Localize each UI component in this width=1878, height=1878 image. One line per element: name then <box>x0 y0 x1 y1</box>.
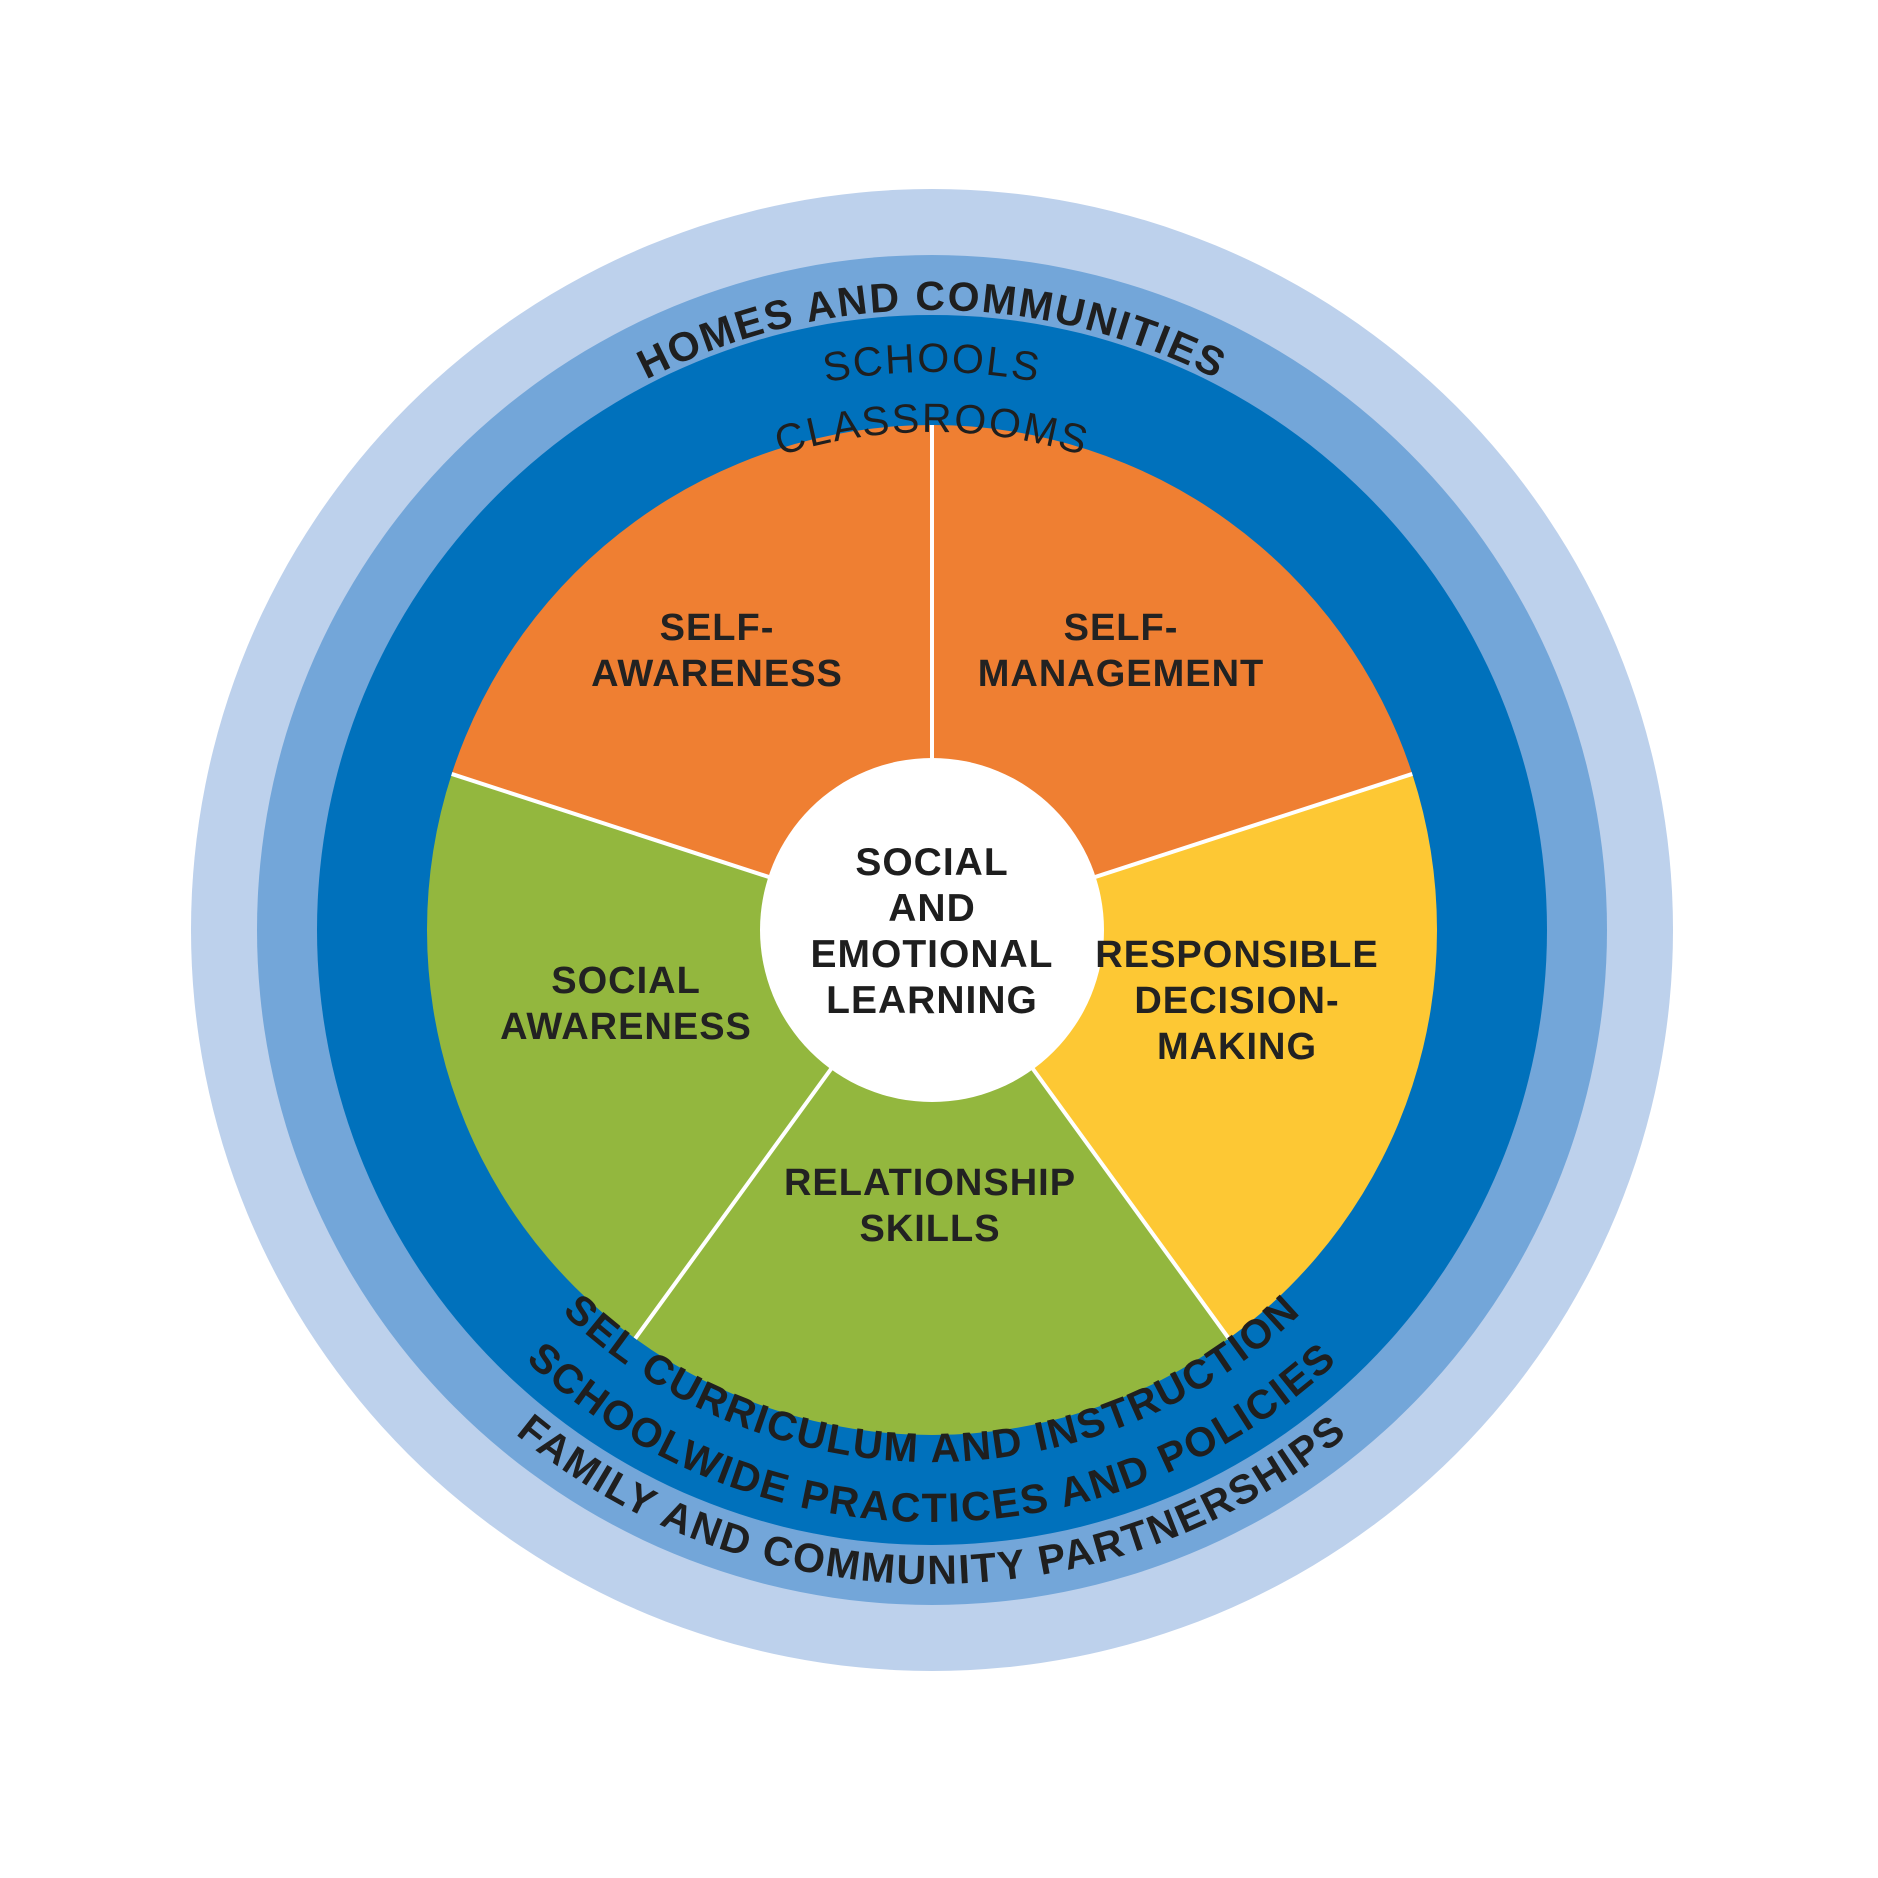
center-label-line: LEARNING <box>826 979 1038 1022</box>
label-line: SKILLS <box>859 1208 1000 1250</box>
center-circle <box>760 758 1104 1102</box>
label-line: SELF- <box>1064 607 1179 649</box>
label-line: AWARENESS <box>500 1006 752 1048</box>
center-label-line: SOCIAL <box>855 841 1008 884</box>
label-line: SOCIAL <box>551 960 701 1002</box>
segment-self-management <box>932 425 1413 930</box>
label-line: AWARENESS <box>591 653 843 695</box>
segment-relationship-skills <box>635 930 1229 1436</box>
segment-labels: SELF-AWARENESSSELF-MANAGEMENTRESPONSIBLE… <box>500 607 1378 1250</box>
label-line: RELATIONSHIP <box>784 1162 1076 1204</box>
label-line: RESPONSIBLE <box>1095 934 1378 976</box>
label-line: SELF- <box>660 607 775 649</box>
label-self-awareness: SELF-AWARENESS <box>591 607 843 695</box>
center-label-line: EMOTIONAL <box>811 933 1054 976</box>
competency-segments <box>427 425 1437 1436</box>
label-self-management: SELF-MANAGEMENT <box>978 607 1265 695</box>
label-line: MANAGEMENT <box>978 653 1265 695</box>
center-label-line: AND <box>888 887 976 930</box>
label-line: MAKING <box>1157 1026 1317 1068</box>
segment-self-awareness <box>451 425 932 930</box>
label-line: DECISION- <box>1134 980 1339 1022</box>
